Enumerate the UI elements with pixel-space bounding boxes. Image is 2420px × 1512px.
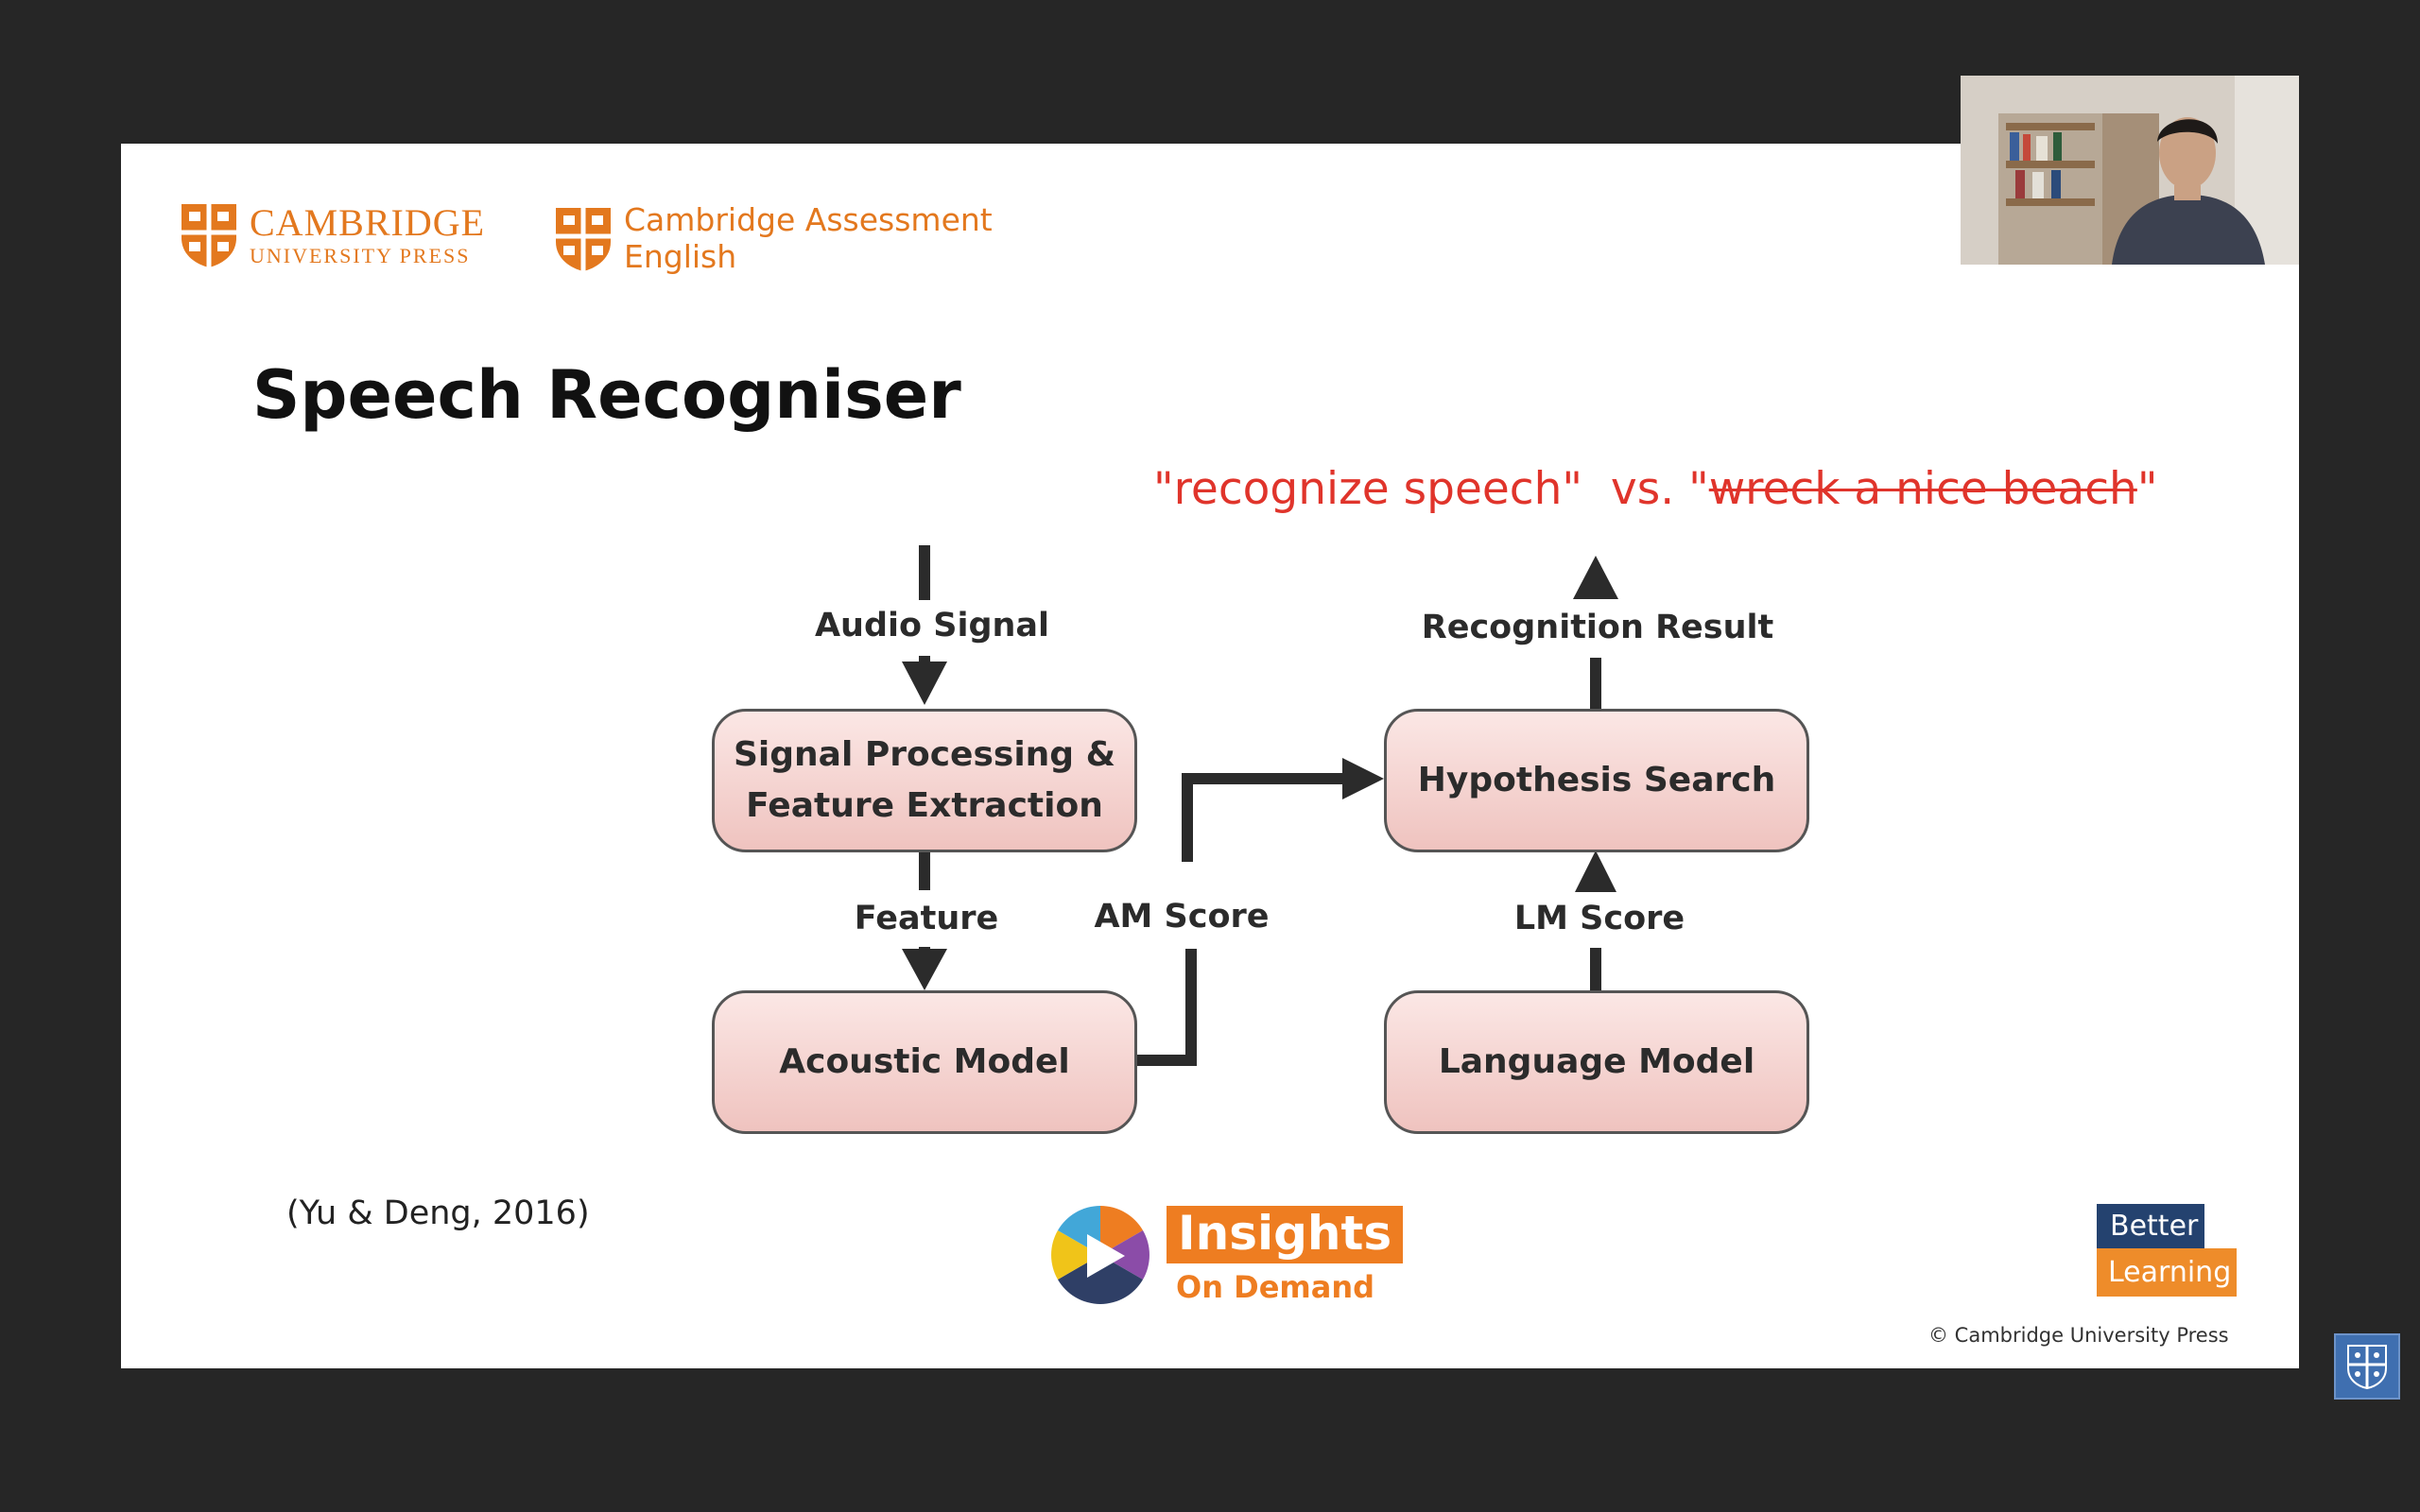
label-lm-score: LM Score <box>1513 900 1685 937</box>
am-score-path-bottom <box>1134 949 1197 1066</box>
rejected-phrase: wreck a nice beach <box>1708 463 2137 515</box>
copyright: © Cambridge University Press <box>1928 1324 2229 1347</box>
insights-on-demand-logo: Insights On Demand <box>1047 1202 1404 1308</box>
am-score-arrow-head <box>1342 758 1384 799</box>
lm-score-arrow-head <box>1575 850 1616 892</box>
cae-line2: English <box>624 237 737 275</box>
result-comparison: "recognize speech" vs. "wreck a nice bea… <box>1153 463 2158 515</box>
box-hypothesis-search: Hypothesis Search <box>1384 709 1809 852</box>
label-am-score: AM Score <box>1094 898 1270 936</box>
better-text: Better <box>2097 1204 2204 1248</box>
cup-sub: UNIVERSITY PRESS <box>250 244 471 267</box>
better-learning-logo: Better Learning <box>2097 1204 2237 1297</box>
recogniser-diagram <box>902 545 1618 1066</box>
cae-line1: Cambridge Assessment <box>624 201 993 238</box>
cambridge-shield-icon <box>556 207 611 271</box>
slide-title: Speech Recogniser <box>252 356 961 434</box>
cambridge-shield-icon <box>182 204 236 267</box>
label-audio-signal: Audio Signal <box>814 607 1050 644</box>
audio-arrow-head <box>902 662 947 705</box>
box-signal-processing: Signal Processing & Feature Extraction <box>712 709 1137 852</box>
citation: (Yu & Deng, 2016) <box>286 1194 590 1232</box>
recognized-phrase: "recognize speech" <box>1153 463 1583 515</box>
result-arrow-head <box>1573 556 1618 599</box>
cambridge-university-press-logo: CAMBRIDGE UNIVERSITY PRESS <box>180 202 485 268</box>
play-icon <box>1051 1206 1150 1304</box>
presenter-video-icon <box>1961 76 2299 265</box>
cambridge-crest-badge[interactable] <box>2334 1333 2400 1400</box>
webcam-video[interactable] <box>1961 76 2299 265</box>
cambridge-assessment-english-logo: Cambridge Assessment English <box>554 201 993 276</box>
am-score-path-top <box>1182 773 1342 862</box>
label-feature: Feature <box>854 900 999 937</box>
learning-text: Learning <box>2097 1248 2237 1297</box>
label-recognition-result: Recognition Result <box>1421 609 1774 646</box>
box-acoustic-model: Acoustic Model <box>712 990 1137 1134</box>
feature-arrow-head <box>902 949 947 990</box>
versus-text: vs. <box>1610 463 1675 515</box>
cup-name: CAMBRIDGE <box>250 201 486 244</box>
insights-subtitle: On Demand <box>1176 1268 1375 1305</box>
cambridge-crest-icon <box>2347 1345 2387 1389</box>
box-language-model: Language Model <box>1384 990 1809 1134</box>
slide: CAMBRIDGE UNIVERSITY PRESS Cambridge Ass… <box>121 144 2299 1368</box>
insights-title: Insights <box>1167 1205 1404 1263</box>
